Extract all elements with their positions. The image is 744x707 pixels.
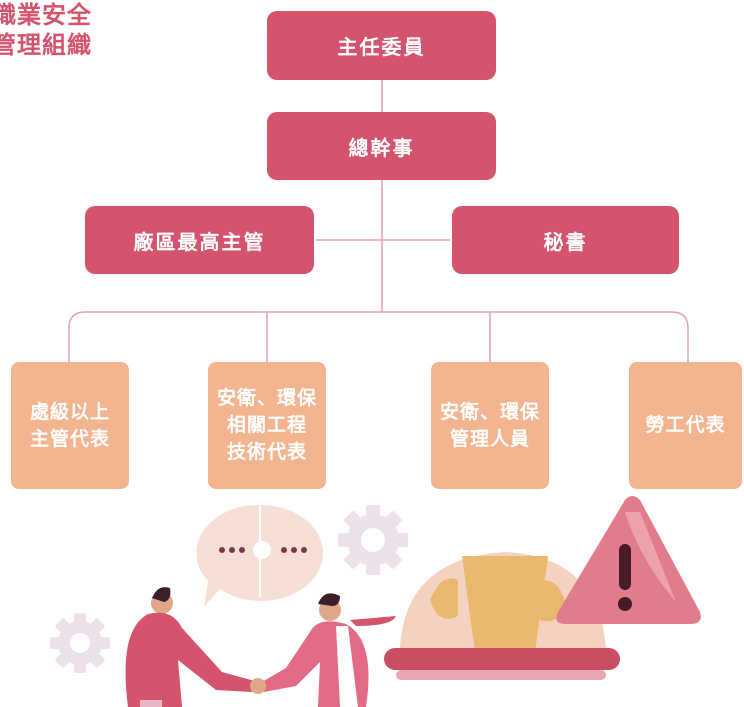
speech-bubble-icon (196, 504, 323, 607)
node-general-secretary: 總幹事 (267, 112, 496, 180)
node-general-secretary-label: 總幹事 (348, 135, 415, 160)
gear-icon (338, 505, 408, 575)
node-secretary: 秘書 (452, 206, 679, 274)
member-2-line-3: 技術代表 (226, 441, 307, 463)
gear-icon (50, 613, 110, 673)
member-box-1: 處級以上 主管代表 (11, 362, 129, 489)
member-box-3: 安衛、環保 管理人員 (431, 362, 549, 489)
member-box-2: 安衛、環保 相關工程 技術代表 (208, 362, 326, 489)
member-1-line-2: 主管代表 (29, 427, 110, 450)
node-plant-head-label: 廠區最高主管 (133, 229, 266, 254)
member-box-4: 勞工代表 (629, 362, 742, 489)
title-line-2: 管理組織 (0, 31, 92, 59)
warning-icon (556, 496, 701, 624)
member-3-line-1: 安衛、環保 (439, 400, 540, 423)
node-chairman: 主任委員 (267, 11, 496, 80)
hard-hat-icon (384, 552, 620, 680)
member-1-line-1: 處級以上 (29, 400, 110, 423)
node-plant-head: 廠區最高主管 (85, 206, 314, 274)
member-3-line-2: 管理人員 (449, 427, 530, 450)
title-line-1: 職業安全 (0, 1, 92, 29)
node-secretary-label: 秘書 (543, 229, 588, 254)
member-2-line-2: 相關工程 (226, 414, 307, 436)
member-2-line-1: 安衛、環保 (216, 387, 317, 409)
node-chairman-label: 主任委員 (337, 35, 426, 59)
illustration (50, 496, 701, 707)
handshake-icon (125, 587, 396, 707)
member-4-line-1: 勞工代表 (645, 414, 726, 436)
page-title: 職業安全 管理組織 (0, 0, 92, 60)
